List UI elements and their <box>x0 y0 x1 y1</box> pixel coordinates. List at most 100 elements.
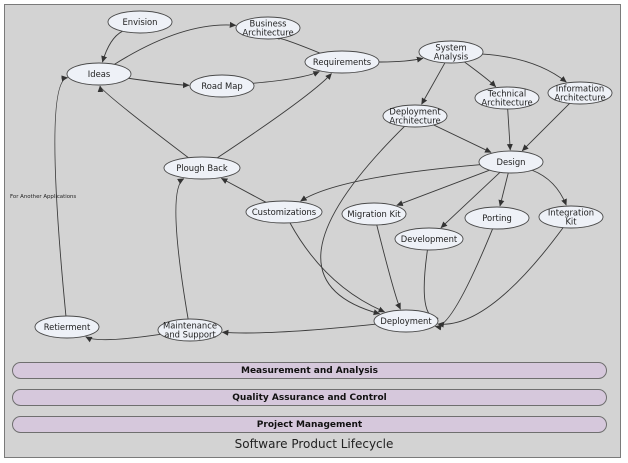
node-label-requirements-0: Requirements <box>313 57 371 67</box>
node-label-business-architecture-0: Business <box>250 19 287 29</box>
quality-assurance-and-control-bar: Quality Assurance and Control <box>12 389 607 406</box>
edge-customizations-to-plough-back <box>220 178 267 203</box>
edges-layer: For Another Applications <box>10 21 570 343</box>
node-label-design-0: Design <box>497 157 526 167</box>
edge-customizations-to-deployment <box>289 222 386 313</box>
edge-system-analysis-to-information-architecture <box>482 53 567 83</box>
node-shape-design <box>478 150 544 174</box>
node-label-system-analysis-0: System <box>435 43 466 53</box>
edge-requirements-to-system-analysis <box>378 56 424 63</box>
edge-deployment-architecture-to-design <box>433 124 492 153</box>
node-shape-integration-kit <box>538 205 604 229</box>
node-road-map: Road Map <box>189 74 255 98</box>
node-shape-maintenance-and-support <box>157 318 223 342</box>
node-customizations: Customizations <box>245 200 323 224</box>
node-label-business-architecture-1: Architecture <box>242 28 293 38</box>
edge-ideas-to-business-architecture <box>114 21 237 65</box>
node-label-deployment-architecture-1: Architecture <box>389 116 440 126</box>
edge-integration-kit-to-deployment <box>437 227 564 328</box>
node-shape-technical-architecture <box>474 86 540 110</box>
node-shape-retierment <box>34 315 100 339</box>
node-label-technical-architecture-1: Architecture <box>481 98 532 108</box>
node-shape-requirements <box>304 50 380 74</box>
node-shape-customizations <box>245 200 323 224</box>
project-management-bar: Project Management <box>12 416 607 433</box>
node-shape-information-architecture <box>547 81 613 105</box>
node-label-road-map-0: Road Map <box>201 81 242 91</box>
node-shape-business-architecture <box>235 16 301 40</box>
node-label-system-analysis-1: Analysis <box>434 52 469 62</box>
edge-development-to-deployment <box>423 249 439 322</box>
node-label-development-0: Development <box>401 234 458 244</box>
node-shape-ideas <box>66 62 132 86</box>
node-label-information-architecture-1: Architecture <box>554 93 605 103</box>
node-label-deployment-0: Deployment <box>380 316 432 326</box>
node-label-integration-kit-1: Kit <box>565 217 577 227</box>
node-envision: Envision <box>107 10 173 34</box>
edge-ideas-to-road-map <box>128 77 190 89</box>
node-porting: Porting <box>464 206 530 230</box>
edge-deployment-to-maintenance-and-support <box>221 323 376 336</box>
edge-design-to-customizations <box>300 164 481 202</box>
node-label-retierment-0: Retierment <box>44 322 91 332</box>
node-migration-kit: Migration Kit <box>341 202 407 226</box>
edge-design-to-integration-kit <box>532 169 567 206</box>
node-ideas: Ideas <box>66 62 132 86</box>
node-label-information-architecture-0: Information <box>556 84 604 94</box>
edge-design-to-development <box>440 172 501 229</box>
node-label-migration-kit-0: Migration Kit <box>347 209 401 219</box>
node-shape-development <box>394 227 464 251</box>
edge-road-map-to-requirements <box>252 71 320 84</box>
edge-envision-to-ideas <box>101 30 123 63</box>
edge-technical-architecture-to-design <box>506 108 513 151</box>
edge-system-analysis-to-technical-architecture <box>464 61 497 88</box>
node-label-maintenance-and-support-1: and Support <box>164 330 216 340</box>
edge-deployment-architecture-to-deployment <box>320 126 405 316</box>
edge-maintenance-and-support-to-plough-back <box>175 178 189 320</box>
edge-system-analysis-to-deployment-architecture <box>421 62 446 105</box>
node-label-customizations-0: Customizations <box>252 207 316 217</box>
node-shape-system-analysis <box>418 40 484 64</box>
edge-design-to-porting <box>498 172 509 207</box>
node-label-integration-kit-0: Integration <box>548 208 594 218</box>
node-shape-porting <box>464 206 530 230</box>
edge-plough-back-to-ideas <box>97 85 189 159</box>
node-design: Design <box>478 150 544 174</box>
node-shape-road-map <box>189 74 255 98</box>
diagram-caption: Software Product Lifecycle <box>234 437 394 451</box>
node-label-technical-architecture-0: Technical <box>487 89 526 99</box>
node-label-deployment-architecture-0: Deployment <box>389 107 441 117</box>
edge-maintenance-and-support-to-retierment <box>85 333 161 343</box>
node-plough-back: Plough Back <box>163 156 241 180</box>
node-development: Development <box>394 227 464 251</box>
edge-design-to-migration-kit <box>396 169 490 207</box>
edge-requirements-to-business-architecture <box>272 32 321 54</box>
node-shape-deployment-architecture <box>382 104 448 128</box>
node-requirements: Requirements <box>304 50 380 74</box>
edge-information-architecture-to-design <box>521 103 570 152</box>
node-label-envision-0: Envision <box>122 17 157 27</box>
node-label-plough-back-0: Plough Back <box>176 163 228 173</box>
node-label-porting-0: Porting <box>482 213 512 223</box>
node-shape-deployment <box>373 309 439 333</box>
edge-label-for-another-applications: For Another Applications <box>10 194 76 200</box>
node-shape-plough-back <box>163 156 241 180</box>
node-retierment: Retierment <box>34 315 100 339</box>
edge-migration-kit-to-deployment <box>376 224 401 310</box>
node-label-maintenance-and-support-0: Maintenance <box>163 321 217 331</box>
edge-plough-back-to-requirements <box>216 73 332 159</box>
measurement-and-analysis-bar: Measurement and Analysis <box>12 362 607 379</box>
node-deployment: Deployment <box>373 309 439 333</box>
node-label-ideas-0: Ideas <box>88 69 110 79</box>
node-shape-envision <box>107 10 173 34</box>
